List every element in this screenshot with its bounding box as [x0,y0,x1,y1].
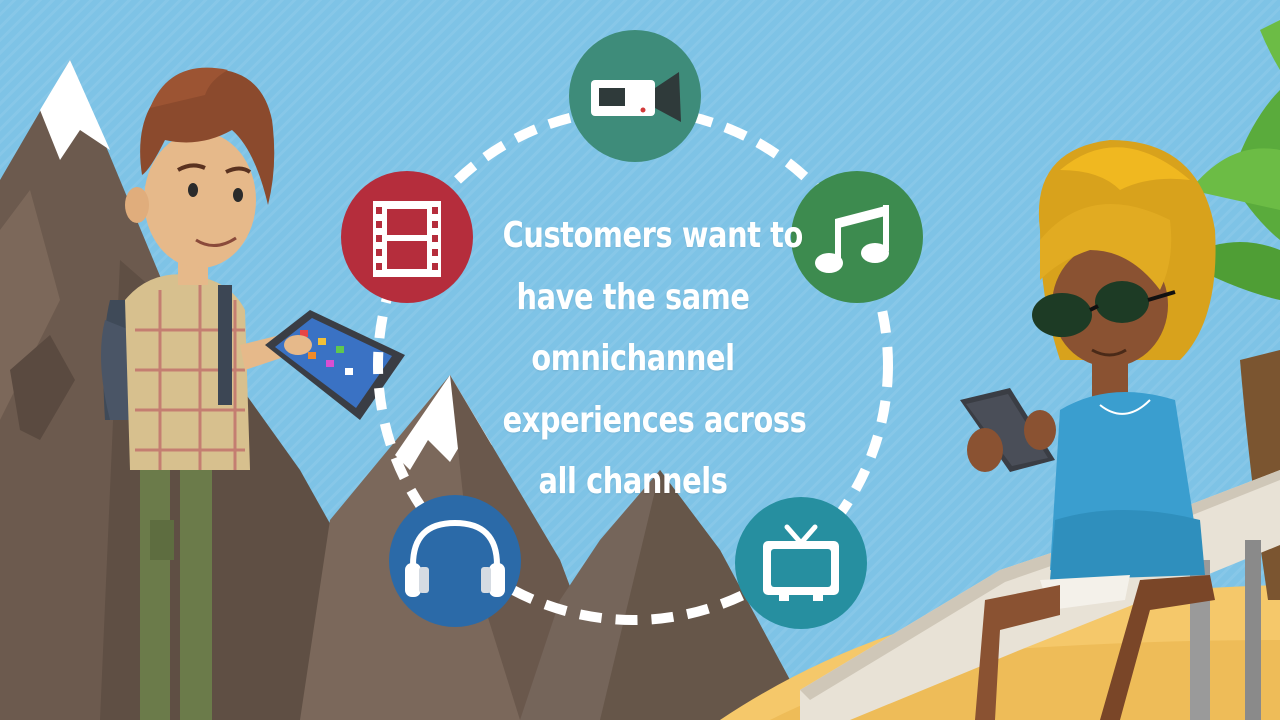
sunglasses [1032,281,1176,337]
snow-cap-center [395,375,492,470]
headline-line-1: Customers want to [502,215,804,256]
headline-line-5: all channels [538,461,728,502]
headline-line-2: have the same [516,276,750,318]
man-illustration [101,67,405,720]
tv-icon [735,497,867,629]
music-note-icon [791,171,923,303]
woman-tablet [960,388,1055,472]
snow-cap-left [40,60,110,160]
woman-illustration [960,140,1216,720]
video-camera-icon [569,30,701,162]
headline-line-3: omnichannel [531,338,735,379]
headphones-icon [389,495,521,627]
headline-text: Customers want to have the same omnichan… [502,205,807,513]
headline-line-4: experiences across [502,399,807,441]
film-strip-icon [341,171,473,303]
